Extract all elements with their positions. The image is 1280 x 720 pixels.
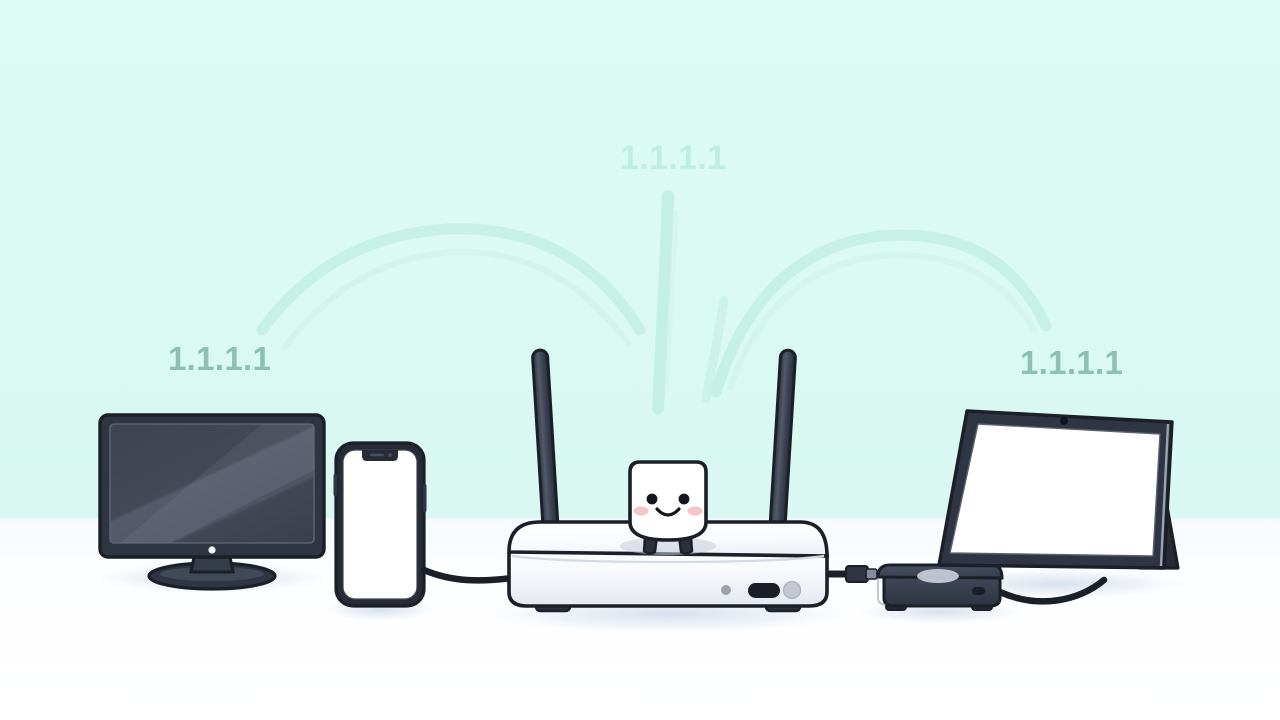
signal-arc-left bbox=[256, 223, 646, 336]
signal-arc-right-inner bbox=[727, 252, 1037, 391]
device-tablet bbox=[937, 409, 1180, 570]
cable-connector-tip bbox=[865, 568, 878, 580]
monitor-base-highlight bbox=[160, 567, 264, 581]
cable-streaming-box-to-tablet bbox=[996, 576, 1108, 605]
router-status-led bbox=[721, 585, 731, 595]
streaming-box-body bbox=[882, 574, 1002, 608]
monitor-power-led bbox=[208, 546, 216, 554]
device-streaming-box bbox=[876, 563, 1004, 611]
phone-camera bbox=[388, 453, 392, 457]
device-router bbox=[507, 348, 829, 613]
monitor-screen-glare bbox=[120, 424, 314, 543]
cable-connector-plug bbox=[845, 565, 869, 583]
signal-beam-right bbox=[701, 295, 729, 403]
mascot-cheek-left bbox=[633, 506, 649, 516]
ip-label-left: 1.1.1.1 bbox=[168, 340, 272, 377]
tablet-camera bbox=[1060, 417, 1068, 425]
streaming-box-left-highlight bbox=[877, 578, 887, 606]
ip-label-right: 1.1.1.1 bbox=[1020, 344, 1124, 381]
monitor-screen bbox=[109, 423, 315, 544]
device-monitor bbox=[98, 413, 326, 591]
mascot-cheek-right bbox=[687, 506, 703, 516]
router-mascot bbox=[628, 460, 708, 555]
mascot-body bbox=[628, 460, 708, 542]
tablet-edge-highlight bbox=[1159, 423, 1170, 567]
streaming-box-side-port bbox=[972, 587, 985, 595]
mascot-eye-right bbox=[678, 493, 690, 505]
cable-group bbox=[420, 565, 1108, 605]
wifi-signal-arcs bbox=[256, 190, 1052, 414]
tablet-screen bbox=[949, 423, 1161, 557]
mascot-eye-left bbox=[646, 493, 658, 505]
router-power-button bbox=[782, 580, 802, 600]
mascot-smile bbox=[655, 507, 681, 517]
phone-power-button bbox=[423, 484, 427, 512]
ip-label-center: 1.1.1.1 bbox=[620, 139, 727, 177]
signal-arc-right bbox=[710, 229, 1052, 398]
phone-volume-button bbox=[333, 474, 337, 496]
phone-earpiece bbox=[370, 453, 384, 457]
router-top-front-edge bbox=[511, 554, 825, 564]
signal-arc-left-inner bbox=[281, 248, 631, 351]
signal-beam-center bbox=[652, 190, 674, 414]
streaming-box-top-light bbox=[917, 569, 959, 583]
cable-phone-to-router bbox=[420, 566, 516, 584]
signal-beam-center-thin bbox=[663, 209, 679, 393]
device-phone bbox=[333, 441, 427, 608]
router-front-port bbox=[748, 583, 780, 598]
phone-screen bbox=[342, 449, 418, 600]
